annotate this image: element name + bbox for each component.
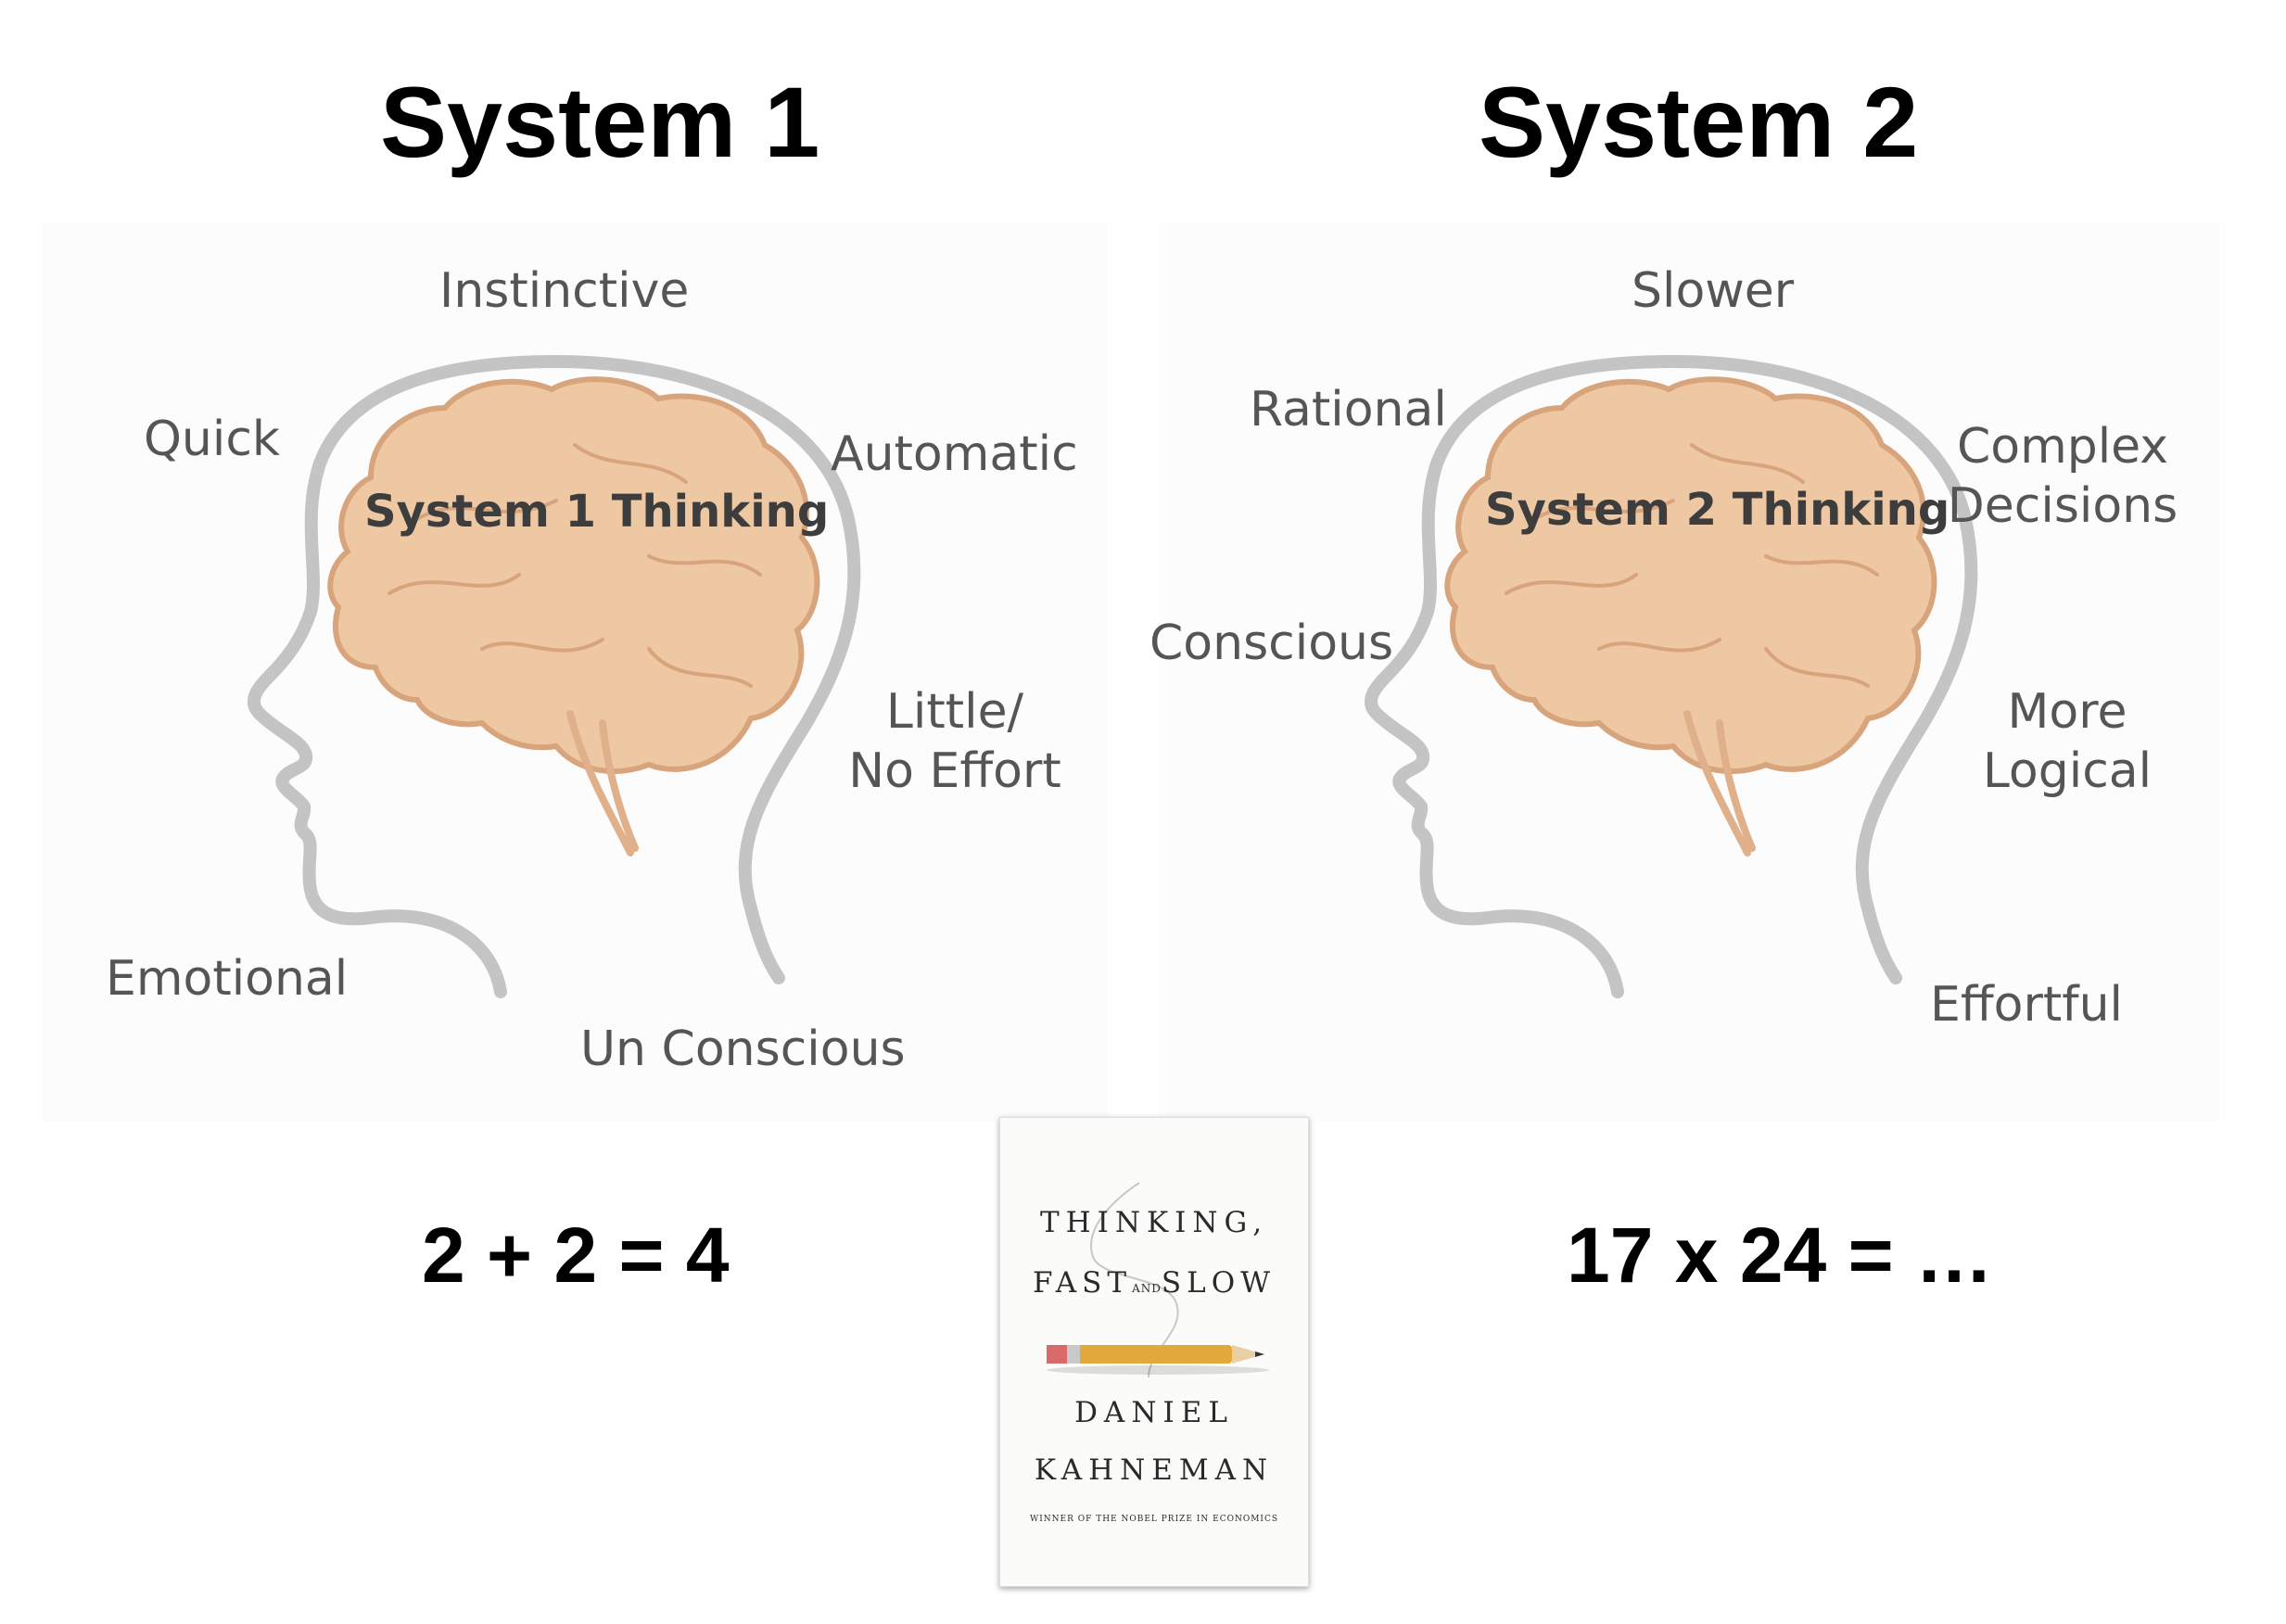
book-title-and: AND xyxy=(1132,1282,1162,1295)
trait-automatic: Automatic xyxy=(831,426,1078,482)
system1-title: System 1 xyxy=(380,66,820,178)
trait-complex: Complex xyxy=(1956,419,2169,475)
book-cover: THINKING, FASTANDSLOW DANIEL KAHNEMAN WI… xyxy=(999,1117,1309,1587)
trait-little-effort: Little/ No Effort xyxy=(844,682,1066,801)
trait-emotional: Emotional xyxy=(106,951,349,1007)
trait-more: More xyxy=(2007,684,2127,740)
trait-slower: Slower xyxy=(1632,263,1795,319)
trait-quick: Quick xyxy=(144,412,281,467)
trait-instinctive: Instinctive xyxy=(439,263,690,319)
trait-rational: Rational xyxy=(1250,382,1447,438)
book-title-line1: THINKING, xyxy=(1039,1206,1269,1239)
brain-icon xyxy=(1444,376,1937,856)
system1-brain-label: System 1 Thinking xyxy=(364,486,830,538)
book-author-last: KAHNEMAN xyxy=(1034,1453,1275,1487)
trait-logical: Logical xyxy=(1982,743,2153,799)
trait-complex-decisions: Complex Decisions xyxy=(1947,417,2178,536)
trait-conscious: Conscious xyxy=(1149,615,1394,671)
trait-decisions: Decisions xyxy=(1947,478,2178,534)
trait-effortful: Effortful xyxy=(1930,977,2123,1033)
system2-example: 17 x 24 = … xyxy=(1567,1212,1993,1299)
brain-icon xyxy=(327,376,820,856)
system1-example: 2 + 2 = 4 xyxy=(422,1212,730,1299)
pencil-icon xyxy=(1047,1182,1269,1378)
book-tagline: WINNER OF THE NOBEL PRIZE IN ECONOMICS xyxy=(1029,1515,1279,1524)
trait-un-conscious: Un Conscious xyxy=(580,1021,906,1077)
system2-title: System 2 xyxy=(1479,66,1919,178)
book-author-first: DANIEL xyxy=(1074,1396,1234,1429)
trait-no-effort: No Effort xyxy=(848,743,1061,799)
book-title-fast: FAST xyxy=(1032,1266,1133,1300)
book-title-slow: SLOW xyxy=(1161,1266,1276,1300)
trait-more-logical: More Logical xyxy=(1956,682,2178,801)
trait-little: Little/ xyxy=(885,684,1024,740)
head-profile-icon xyxy=(247,355,861,998)
book-title-line2: FASTANDSLOW xyxy=(1000,1266,1308,1300)
system2-brain-label: System 2 Thinking xyxy=(1485,484,1950,536)
head-profile-icon xyxy=(1364,355,1978,998)
